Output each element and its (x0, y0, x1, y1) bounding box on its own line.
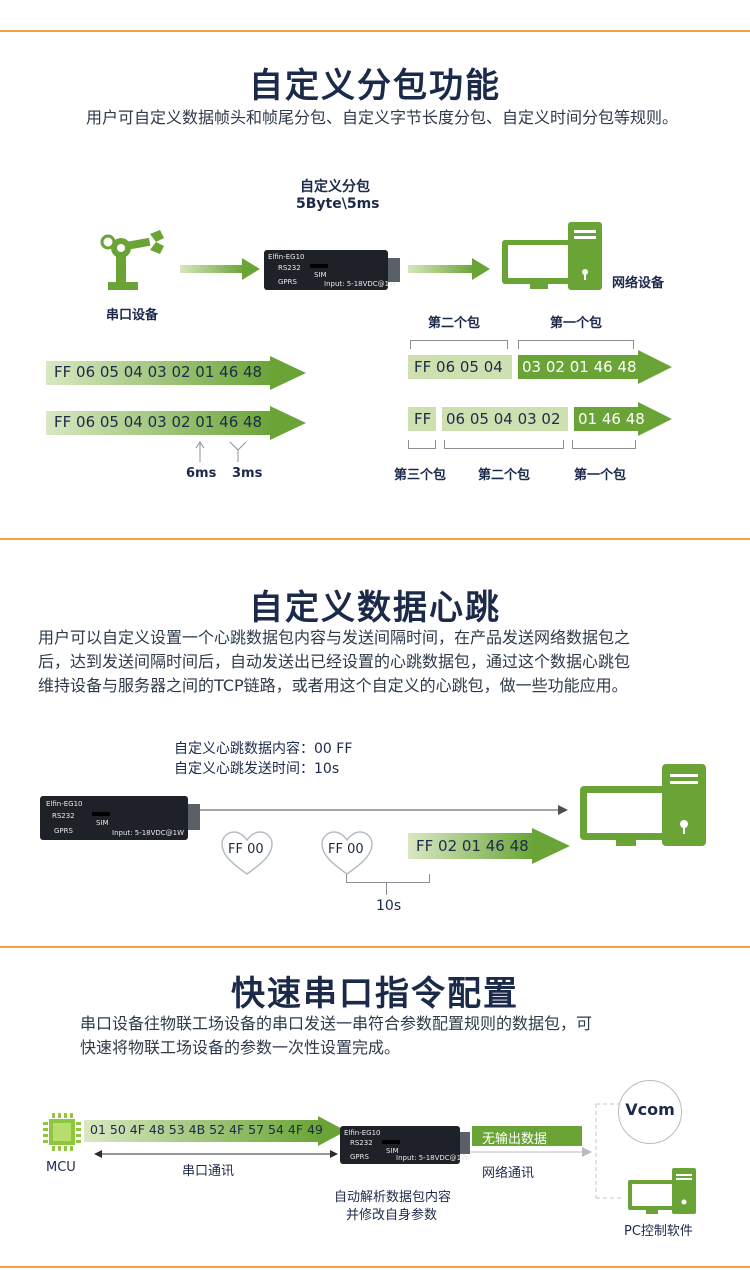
heart2-text: FF 00 (328, 842, 364, 857)
bracket (444, 440, 564, 449)
device-brand: Elfin-EG10 (46, 800, 83, 808)
pc-software-label: PC控制软件 (624, 1224, 693, 1239)
network-comm-label: 网络通讯 (482, 1166, 535, 1181)
parse-line2: 并修改自身参数 (346, 1208, 438, 1223)
bot-box-a: FF (414, 410, 432, 428)
bot-third-label: 第三个包 (394, 468, 447, 483)
bot-second-label: 第二个包 (478, 468, 531, 483)
sim-slot (382, 1140, 400, 1144)
time-6ms: 6ms (186, 466, 217, 481)
bracket (572, 440, 636, 449)
interval-label: 10s (376, 898, 402, 914)
bidirectional-arrow (94, 1150, 338, 1158)
flow-arrow-icon (180, 258, 260, 280)
section2-title: 自定义数据心跳 (249, 588, 501, 628)
parse-line1: 自动解析数据包内容 (334, 1190, 452, 1205)
mcu-label: MCU (46, 1160, 76, 1175)
device-input: Input: 5-18VDC@1W (112, 829, 185, 837)
device-input: Input: 5-18VDC@1W (396, 1154, 469, 1162)
sim-slot (92, 812, 110, 816)
serial-device-label: 串口设备 (106, 308, 159, 323)
network-device-label: 网络设备 (612, 276, 665, 291)
no-output-band (472, 1126, 582, 1146)
config-band-data: 01 50 4F 48 53 4B 52 4F 57 54 4F 49 (90, 1122, 323, 1137)
device-sim: SIM (96, 819, 109, 827)
device-rs232: RS232 (52, 812, 75, 820)
vcom-label: Vcom (625, 1100, 675, 1119)
flow-arrow-icon (408, 258, 490, 280)
bracket (518, 340, 634, 349)
bracket (408, 440, 436, 449)
time-marker-lines (195, 441, 247, 462)
device-brand: Elfin-EG10 (344, 1129, 381, 1137)
bot-box-c: 01 46 48 (578, 410, 645, 428)
heart-icon (221, 831, 273, 875)
no-output-label: 无输出数据 (482, 1132, 548, 1147)
robot-arm-icon (100, 230, 164, 290)
heartbeat-time-label: 自定义心跳发送时间：10s (174, 761, 340, 777)
section1-title: 自定义分包功能 (249, 66, 501, 106)
sim-slot (310, 264, 328, 268)
top-first-label: 第一个包 (550, 316, 603, 331)
device-image: Elfin-EG10 RS232 GPRS SIM Input: 5-18VDC… (264, 250, 396, 290)
row2-data: FF 06 05 04 03 02 01 46 48 (54, 413, 263, 431)
section2-desc-line1: 用户可以自定义设置一个心跳数据包内容与发送间隔时间，在产品发送网络数据包之 (38, 628, 631, 647)
device-port (460, 1132, 470, 1154)
packet-label-line1: 自定义分包 (300, 179, 370, 195)
heart-icon (321, 831, 373, 875)
device-sim: SIM (314, 271, 327, 279)
data-band-arrow (408, 402, 672, 436)
device-gprs: GPRS (278, 278, 297, 286)
top-box-b: 03 02 01 46 48 (522, 358, 637, 376)
section2-desc-line3: 维持设备与服务器之间的TCP链路，或者用这个自定义的心跳包，做一些功能应用。 (38, 676, 628, 695)
device-port (188, 804, 200, 830)
section3-title: 快速串口指令配置 (231, 974, 519, 1014)
bot-box-b: 06 05 04 03 02 (446, 410, 561, 428)
bot-first-label: 第一个包 (574, 468, 627, 483)
data-band-arrow (84, 1116, 346, 1146)
section1-desc: 用户可自定义数据帧头和帧尾分包、自定义字节长度分包、自定义时间分包等规则。 (85, 108, 678, 127)
device-port (388, 258, 400, 282)
device-brand: Elfin-EG10 (268, 253, 305, 261)
data-band-arrow (408, 350, 672, 384)
network-arrow (470, 1147, 592, 1157)
serial-comm-label: 串口通讯 (182, 1164, 235, 1179)
section-divider (0, 946, 750, 948)
device-sim: SIM (386, 1147, 399, 1155)
computer-icon (502, 222, 602, 290)
network-line-arrow (200, 805, 568, 815)
time-3ms: 3ms (232, 466, 263, 481)
section-divider-top (0, 30, 750, 32)
chip-icon (43, 1113, 81, 1151)
device-gprs: GPRS (350, 1153, 369, 1161)
heart1-text: FF 00 (228, 842, 264, 857)
data-band-arrow (46, 406, 306, 440)
section3-desc-line2: 快速将物联工场设备的参数一次性设置完成。 (80, 1038, 401, 1057)
section-divider-bottom (0, 1266, 750, 1268)
device-input: Input: 5-18VDC@1W (324, 280, 397, 288)
heartbeat-band-data: FF 02 01 46 48 (416, 837, 529, 855)
vcom-circle (618, 1080, 682, 1144)
data-band-arrow (408, 828, 570, 864)
section-divider (0, 538, 750, 540)
section3-desc-line1: 串口设备往物联工场设备的串口发送一串符合参数配置规则的数据包，可 (80, 1014, 593, 1033)
heartbeat-content-label: 自定义心跳数据内容：00 FF (174, 741, 353, 757)
data-band-arrow (46, 356, 306, 390)
computer-icon (628, 1168, 696, 1214)
row1-data: FF 06 05 04 03 02 01 46 48 (54, 363, 263, 381)
top-second-label: 第二个包 (428, 316, 481, 331)
section2-desc-line2: 后，达到发送间隔时间后，自动发送出已经设置的心跳数据包，通过这个数据心跳包 (38, 652, 631, 671)
interval-tick (386, 883, 387, 895)
device-image: Elfin-EG10 RS232 GPRS SIM Input: 5-18VDC… (340, 1126, 468, 1164)
device-gprs: GPRS (54, 827, 73, 835)
packet-label-line2: 5Byte\5ms (296, 196, 380, 212)
top-box-a: FF 06 05 04 (414, 358, 503, 376)
computer-icon (580, 764, 706, 846)
interval-bracket (346, 874, 430, 883)
device-rs232: RS232 (278, 264, 301, 272)
device-image: Elfin-EG10 RS232 GPRS SIM Input: 5-18VDC… (40, 796, 188, 840)
bracket (410, 340, 508, 349)
device-rs232: RS232 (350, 1139, 373, 1147)
